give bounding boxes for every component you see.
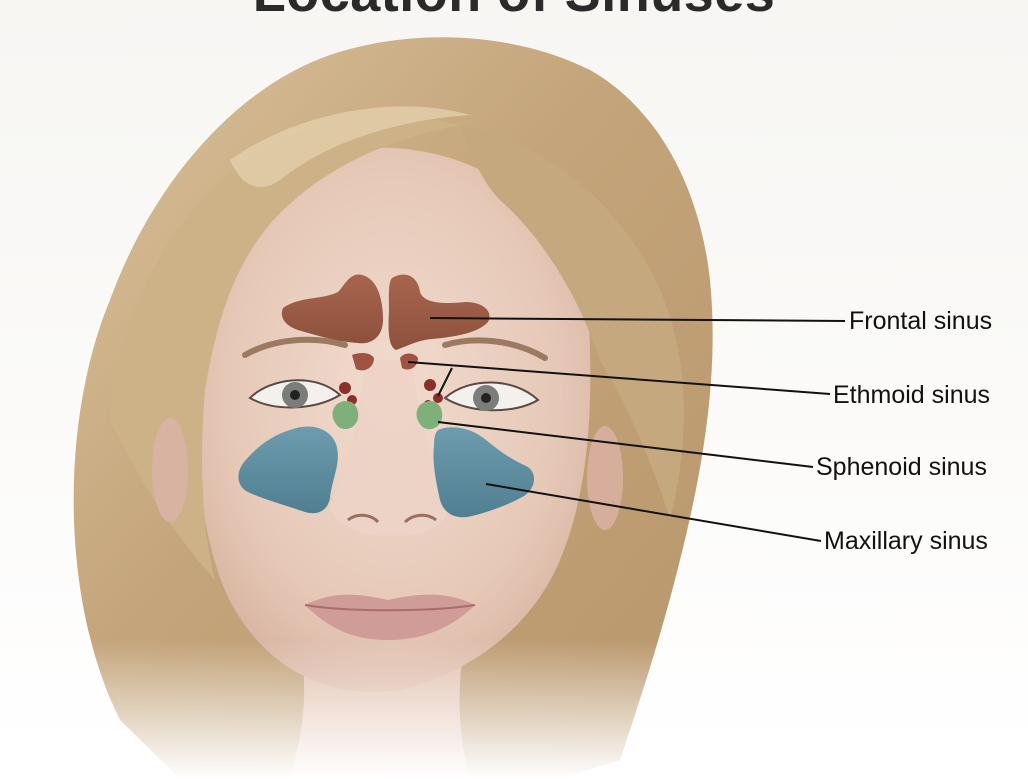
bottom-fade: [0, 640, 1028, 779]
left-ear: [152, 418, 188, 522]
sphenoid-sinus-label: Sphenoid sinus: [816, 452, 987, 482]
ethmoid-sinus-label: Ethmoid sinus: [833, 380, 990, 410]
frontal-sinus-label: Frontal sinus: [849, 306, 992, 336]
maxillary-sinus-label: Maxillary sinus: [824, 526, 988, 556]
